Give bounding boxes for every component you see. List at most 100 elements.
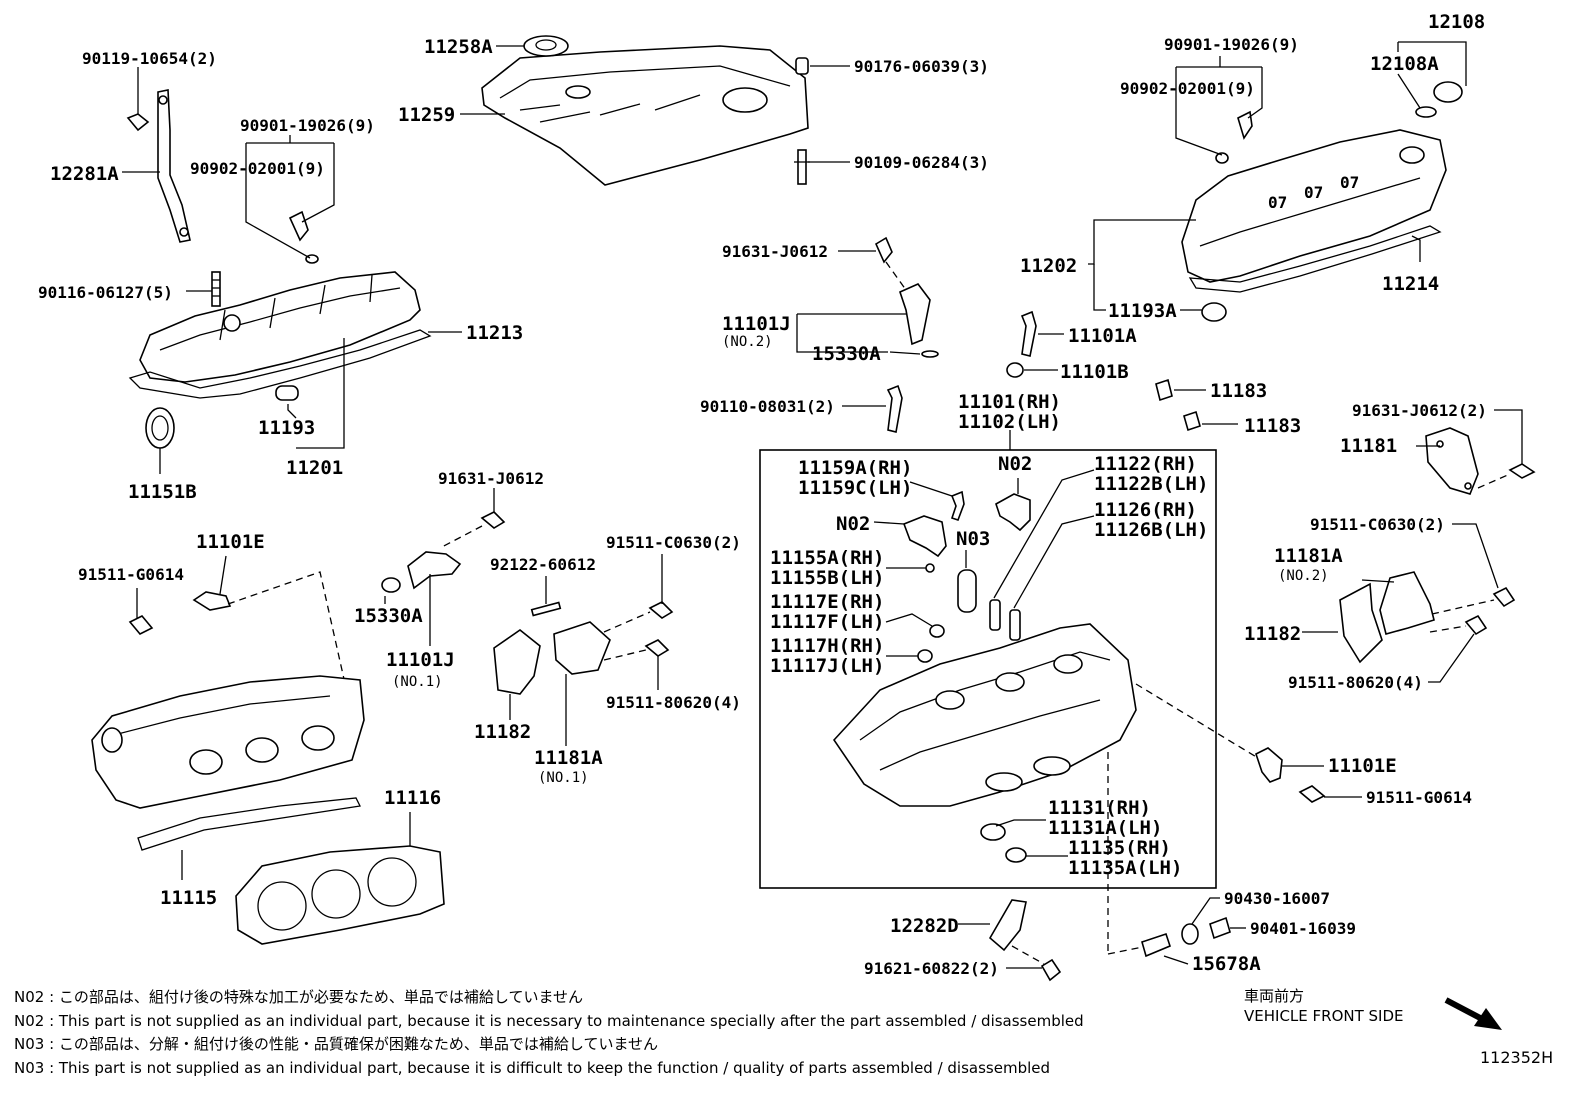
bolt-11101a-shape bbox=[1020, 310, 1037, 357]
plug-11117e-shape bbox=[929, 624, 945, 638]
note-n03-japanese: N03 : この部品は、分解・組付け後の性能・品質確保が困難なため、単品では補給… bbox=[14, 1035, 659, 1053]
right-bracket-group bbox=[1255, 409, 1536, 803]
vehicle-front-label: 車両前方 VEHICLE FRONT SIDE bbox=[1244, 986, 1404, 1026]
bolt-91511c-right-shape bbox=[1492, 586, 1516, 608]
seal-11151b-shape bbox=[145, 407, 175, 449]
label-11193a: 11193A bbox=[1108, 300, 1177, 322]
sensor-11101j-no2-shape bbox=[899, 283, 931, 346]
guide-11122-shape bbox=[989, 599, 1001, 631]
bolt-91631-mid-shape bbox=[480, 511, 506, 529]
stud-90116-shape bbox=[211, 271, 221, 307]
label-90401-16039: 90401-16039 bbox=[1250, 919, 1356, 938]
label-11193: 11193 bbox=[258, 417, 315, 439]
diagram-id: 112352H bbox=[1480, 1048, 1554, 1067]
bracket-11181a-no2-shape bbox=[1379, 571, 1435, 635]
bolt-91621-shape bbox=[1040, 958, 1062, 982]
label-11115: 11115 bbox=[160, 887, 217, 909]
label-91631-j0612-mid: 91631-J0612 bbox=[438, 469, 544, 488]
label-91511-c0630-mid: 91511-C0630(2) bbox=[606, 533, 741, 552]
gasket-11116-shape bbox=[235, 845, 445, 945]
engine-cover-group bbox=[460, 35, 850, 186]
label-11181: 11181 bbox=[1340, 435, 1397, 457]
label-11202: 11202 bbox=[1020, 255, 1077, 277]
plug-11183-a-shape bbox=[1155, 378, 1173, 402]
label-11182-left: 11182 bbox=[474, 721, 531, 743]
label-11135a-lh: 11135A(LH) bbox=[1068, 857, 1182, 879]
seal-11193-shape bbox=[275, 385, 299, 401]
grommet-90176-shape bbox=[795, 57, 809, 75]
bracket-11181a-no1-shape bbox=[553, 621, 611, 675]
label-11201: 11201 bbox=[286, 457, 343, 479]
label-91631-j0612-right: 91631-J0612(2) bbox=[1352, 401, 1487, 420]
plug-11135-shape bbox=[1005, 847, 1027, 863]
seal-11155-shape bbox=[925, 563, 935, 573]
svg-text:07: 07 bbox=[1304, 183, 1323, 202]
label-15330a-no1: 15330A bbox=[354, 605, 423, 627]
label-12282d: 12282D bbox=[890, 915, 959, 937]
guide-n03-shape bbox=[957, 569, 977, 613]
svg-text:07: 07 bbox=[1340, 173, 1359, 192]
label-11183-a: 11183 bbox=[1210, 380, 1267, 402]
label-11181a-no2: 11181A bbox=[1274, 545, 1343, 567]
label-11181a-no1: 11181A bbox=[534, 747, 603, 769]
note-n03-english: N03 : This part is not supplied as an in… bbox=[14, 1058, 1051, 1077]
vehicle-front-japanese: 車両前方 bbox=[1244, 987, 1305, 1005]
sensor-11101e-right-shape bbox=[1255, 747, 1283, 783]
label-11259: 11259 bbox=[398, 104, 455, 126]
plate-11182-left-shape bbox=[493, 629, 541, 695]
svg-text:07: 07 bbox=[1268, 193, 1287, 212]
label-11117h-rh: 11117H(RH) bbox=[770, 635, 884, 657]
label-11131a-lh: 11131A(LH) bbox=[1048, 817, 1162, 839]
label-90119-10654: 90119-10654(2) bbox=[82, 49, 217, 68]
plug-90401-shape bbox=[1209, 916, 1231, 940]
seal-11193a-shape bbox=[1201, 302, 1227, 322]
label-11213: 11213 bbox=[466, 322, 523, 344]
valve-cover-11201-shape bbox=[139, 271, 421, 383]
cap-n02-a-shape bbox=[995, 493, 1031, 532]
label-11155b-lh: 11155B(LH) bbox=[770, 567, 884, 589]
right-valve-cover-group: 07 07 07 bbox=[1006, 41, 1467, 432]
label-91621-60822: 91621-60822(2) bbox=[864, 959, 999, 978]
label-11131-rh: 11131(RH) bbox=[1048, 797, 1151, 819]
label-90901-19026-left: 90901-19026(9) bbox=[240, 116, 375, 135]
label-15330a-no2: 15330A bbox=[812, 343, 881, 365]
label-11117j-lh: 11117J(LH) bbox=[770, 655, 884, 677]
plate-11182-right-shape bbox=[1339, 582, 1383, 664]
gasket-12108a-shape bbox=[1415, 106, 1437, 118]
guide-11126-shape bbox=[1009, 609, 1021, 641]
part-labels: 90119-10654(2) 12281A 90901-19026(9) 909… bbox=[38, 11, 1487, 978]
label-11101a: 11101A bbox=[1068, 325, 1137, 347]
label-11151b: 11151B bbox=[128, 481, 197, 503]
label-90901-19026-right: 90901-19026(9) bbox=[1164, 35, 1299, 54]
label-n02-a: N02 bbox=[998, 453, 1032, 475]
label-91511-80620-mid: 91511-80620(4) bbox=[606, 693, 741, 712]
label-91511-80620-right: 91511-80620(4) bbox=[1288, 673, 1423, 692]
cylinder-head-box bbox=[759, 449, 1217, 889]
plug-11183-b-shape bbox=[1183, 410, 1201, 432]
label-n03: N03 bbox=[956, 528, 990, 550]
label-11122-rh: 11122(RH) bbox=[1094, 453, 1197, 475]
label-91511-g0614-right: 91511-G0614 bbox=[1366, 788, 1472, 807]
oring-15330a-no1-shape bbox=[381, 577, 401, 593]
label-11102-lh: 11102(LH) bbox=[958, 411, 1061, 433]
label-11183-b: 11183 bbox=[1244, 415, 1301, 437]
plug-11131-shape bbox=[980, 823, 1006, 841]
label-11126b-lh: 11126B(LH) bbox=[1094, 519, 1208, 541]
label-11135-rh: 11135(RH) bbox=[1068, 837, 1171, 859]
label-11159c-lh: 11159C(LH) bbox=[798, 477, 912, 499]
label-90110-08031: 90110-08031(2) bbox=[700, 397, 835, 416]
cap-n02-b-shape bbox=[902, 515, 947, 558]
label-91511-c0630-right: 91511-C0630(2) bbox=[1310, 515, 1445, 534]
gasket-11115-shape bbox=[137, 797, 361, 851]
label-90116-06127: 90116-06127(5) bbox=[38, 283, 173, 302]
vehicle-front-english: VEHICLE FRONT SIDE bbox=[1244, 1007, 1404, 1025]
bolt-91631-top-shape bbox=[874, 236, 893, 264]
label-11181a-no1-sub: (NO.1) bbox=[538, 770, 589, 786]
label-91631-j0612-top: 91631-J0612 bbox=[722, 242, 828, 261]
sensor-11101j-no1-shape bbox=[407, 551, 462, 590]
plug-11117h-shape bbox=[917, 649, 933, 663]
bolt-90902-left-shape bbox=[288, 210, 309, 242]
label-12281a: 12281A bbox=[50, 163, 119, 185]
label-11122b-lh: 11122B(LH) bbox=[1094, 473, 1208, 495]
bottom-right-parts bbox=[958, 897, 1246, 982]
